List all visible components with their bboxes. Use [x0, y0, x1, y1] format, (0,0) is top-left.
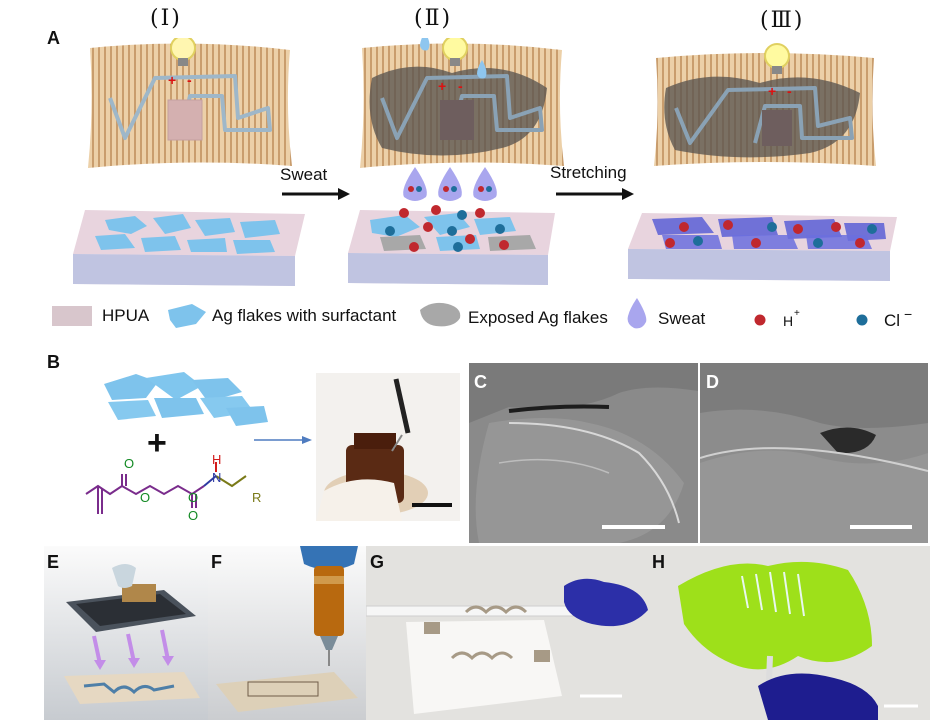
plus-sign: + [147, 424, 167, 462]
legend-sweat-swatch [627, 298, 647, 329]
polarity-minus-1: - [187, 72, 192, 88]
polarity-minus-2: - [458, 78, 463, 94]
legend-hpua-swatch [52, 306, 92, 326]
legend-h-ion-sup: + [794, 308, 800, 319]
polarity-plus-3: + [768, 83, 777, 99]
photo-stretch-glass-rod [366, 546, 649, 720]
bulb-icon [764, 43, 790, 69]
sweat-drop-icon [420, 38, 430, 51]
sweat-drop-icon [438, 167, 462, 201]
sweat-drop-icon [477, 60, 487, 79]
sweat-arrow [282, 188, 350, 200]
molecule-atom-h: H [212, 452, 222, 467]
panel-label-d: D [706, 372, 719, 392]
sweat-arrow-label: Sweat [280, 165, 328, 184]
stage-label-3: (Ⅲ) [760, 8, 805, 33]
mixing-arrow [254, 436, 312, 444]
fabric-device-stage-1 [88, 38, 292, 168]
fabric-device-stage-2 [360, 38, 564, 168]
stage-label-1: (Ⅰ) [150, 6, 182, 31]
legend-ag-flake-swatch [168, 304, 206, 328]
legend-ag-flake-label: Ag flakes with surfactant [212, 306, 397, 325]
stage-label-2: (Ⅱ) [414, 6, 453, 31]
photo-green-fabric [648, 546, 930, 720]
molecule-atom-o4: O [188, 508, 199, 523]
panel-label-c: C [474, 372, 487, 392]
stretching-arrow [556, 188, 634, 200]
sem-image-d [700, 363, 928, 543]
bulb-icon [442, 38, 468, 61]
legend-h-ion-label: H [783, 313, 794, 329]
ink-bottle-photo [316, 373, 460, 521]
panel-label-a: A [47, 28, 60, 48]
legend-cl-ion-label: Cl [884, 311, 901, 330]
legend-sweat-label: Sweat [658, 309, 706, 328]
molecule-atom-n: N [212, 470, 222, 485]
panel-label-h: H [652, 552, 665, 572]
legend-cl-ion-dot [856, 314, 868, 326]
panel-label-g: G [370, 552, 385, 572]
bottle-icon [112, 564, 136, 588]
composite-block-stage-3 [628, 213, 897, 281]
panel-label-b: B [47, 352, 60, 372]
molecule-atom-r: R [252, 490, 262, 505]
panel-label-f: F [211, 552, 222, 572]
composite-block-stage-2 [348, 167, 555, 285]
molecule-atom-o1: O [124, 456, 135, 471]
legend-hpua-label: HPUA [102, 306, 150, 325]
3d-printing-illustration [208, 546, 366, 720]
sweat-drop-icon [403, 167, 427, 201]
fabric-device-stage-3 [654, 43, 876, 166]
composite-block-stage-1 [73, 210, 305, 286]
legend-exposed-swatch [420, 302, 461, 327]
molecule-atom-o2: O [140, 490, 151, 505]
sem-image-c [469, 363, 698, 543]
legend-cl-ion-sup: − [904, 306, 913, 322]
molecule-structure [85, 462, 247, 514]
polarity-plus-2: + [438, 78, 447, 94]
legend-h-ion-dot [754, 314, 766, 326]
legend-exposed-label: Exposed Ag flakes [468, 308, 608, 327]
panel-label-e: E [47, 552, 60, 572]
bulb-icon [170, 38, 196, 61]
sweat-drop-icon [473, 167, 497, 201]
molecule-atom-o3: O [188, 490, 199, 505]
ag-flake-cluster [104, 372, 268, 426]
screen-printing-illustration [44, 546, 208, 720]
stretching-arrow-label: Stretching [550, 163, 627, 182]
polarity-minus-3: - [787, 83, 792, 99]
polarity-plus-1: + [168, 72, 177, 88]
